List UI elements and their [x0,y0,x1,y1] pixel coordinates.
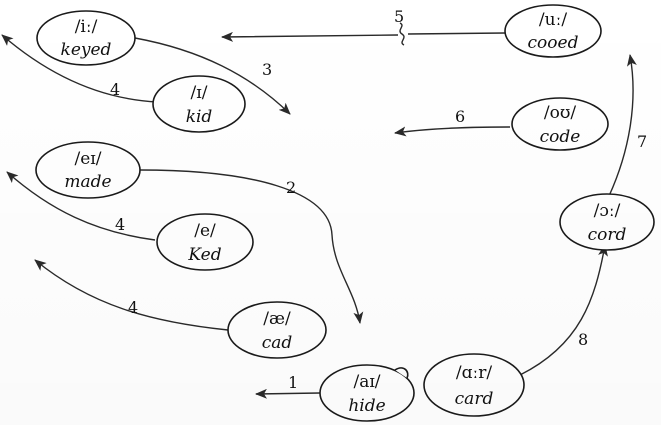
vowel-node-u: /uː/ cooed [504,4,602,58]
step-label-4-kid: 4 [110,80,120,99]
svg-text:code: code [540,127,581,147]
vowel-node-ae: /æ/ cad [227,301,327,359]
arrow-1 [255,388,321,399]
step-label-8: 8 [578,330,588,349]
svg-text:cord: cord [588,225,627,245]
svg-text:hide: hide [348,396,385,416]
step-label-4-cad: 4 [128,298,138,317]
svg-text:/iː/: /iː/ [75,17,98,37]
arrow-5-break-mark [399,22,405,46]
svg-text:cooed: cooed [528,33,579,53]
vowel-node-ou: /oʊ/ code [511,97,609,151]
vowel-node-oo: /ɔː/ cord [559,193,655,251]
svg-text:/ɪ/: /ɪ/ [191,83,208,103]
arrow-7 [608,54,637,197]
vowel-node-e: /e/ Ked [156,213,254,271]
step-label-2: 2 [286,178,296,197]
arrow-4-cad [34,259,229,331]
vowel-node-ai: /aɪ/ hide [319,364,415,422]
arrow-8 [519,244,608,376]
svg-text:/ɑːr/: /ɑːr/ [456,363,492,383]
arrow-6 [394,126,511,137]
svg-text:keyed: keyed [61,40,112,60]
step-label-1: 1 [288,373,298,392]
svg-text:/oʊ/: /oʊ/ [544,103,577,123]
arrow-4-ked [6,171,156,241]
arrow-2 [139,169,364,324]
vowel-node-I: /ɪ/ kid [152,75,246,133]
vowel-node-ei: /eɪ/ made [35,141,141,199]
step-label-3: 3 [262,60,272,79]
svg-text:/aɪ/: /aɪ/ [353,372,380,392]
step-label-4-ked: 4 [115,215,125,234]
arrow-4-kid [1,34,159,103]
svg-text:/uː/: /uː/ [539,10,567,30]
svg-text:/ɔː/: /ɔː/ [594,201,621,221]
svg-text:/e/: /e/ [194,221,216,241]
svg-text:kid: kid [186,107,213,127]
arrow-3 [134,37,291,115]
step-label-5: 5 [394,7,404,26]
svg-text:/eɪ/: /eɪ/ [75,149,102,169]
svg-text:card: card [455,389,494,409]
step-label-7: 7 [637,132,647,151]
svg-text:made: made [64,172,111,192]
step-label-6: 6 [455,107,465,126]
svg-text:cad: cad [262,333,293,353]
arrow-5 [222,33,506,37]
vowel-node-ar: /ɑːr/ card [423,353,525,417]
svg-text:/æ/: /æ/ [263,309,291,329]
vowel-node-i: /iː/ keyed [36,10,136,66]
svg-text:Ked: Ked [187,245,221,265]
